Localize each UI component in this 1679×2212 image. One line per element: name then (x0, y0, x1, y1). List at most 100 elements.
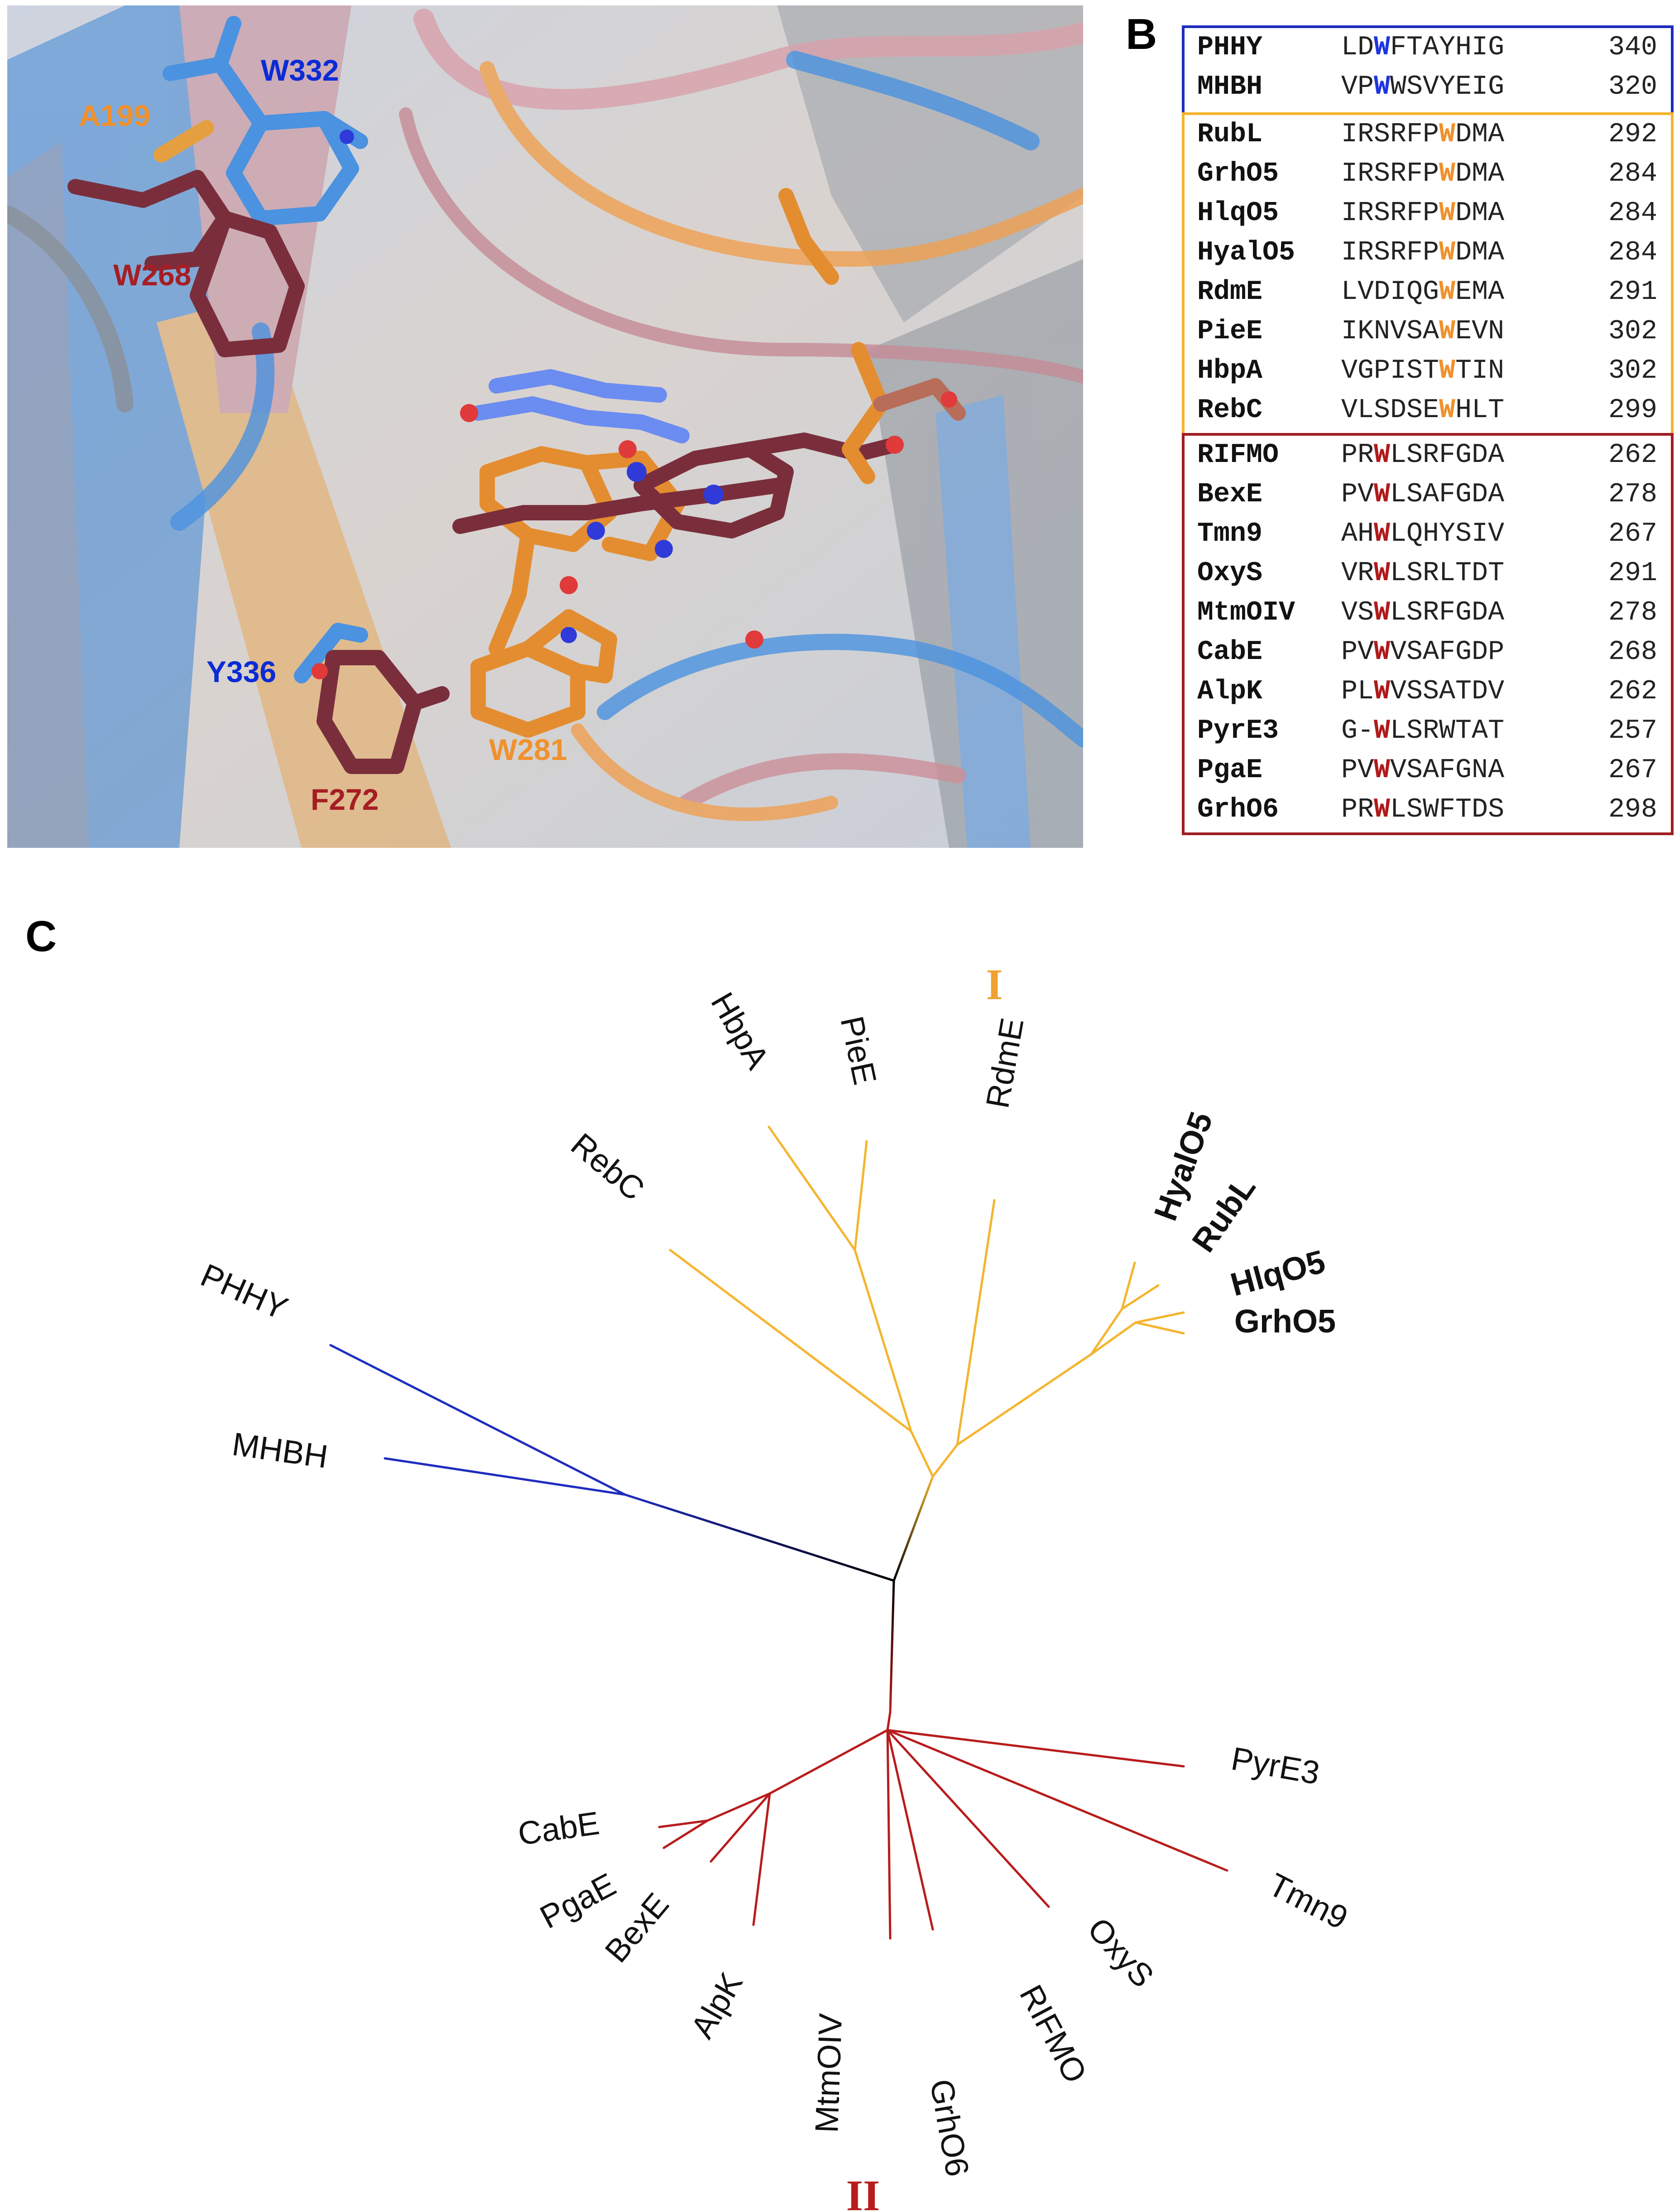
residue-label-w268: W268 (113, 258, 192, 292)
tree-branch (886, 1729, 1228, 1872)
residue-number: 262 (1608, 676, 1657, 707)
sequence-suffix: LSWFTDS (1390, 794, 1505, 825)
sequence-name: RubL (1197, 119, 1263, 150)
sequence-name: PgaE (1197, 755, 1263, 786)
conserved-tryptophan: W (1439, 395, 1456, 426)
sequence-prefix: PV (1341, 479, 1374, 510)
residue-number: 292 (1608, 119, 1657, 150)
tree-branch (886, 1729, 1050, 1908)
sequence-name: PHHY (1197, 32, 1263, 63)
sequence-suffix: LQHYSIV (1390, 519, 1505, 549)
residue-label-a199: A199 (79, 99, 150, 132)
sequence-prefix: PR (1341, 440, 1374, 471)
residue-label-w281: W281 (489, 733, 567, 766)
sequence-prefix: LVDIQG (1341, 277, 1439, 308)
conserved-tryptophan: W (1374, 597, 1391, 628)
sequence-name: RebC (1197, 395, 1263, 426)
sequence-prefix: AH (1341, 519, 1374, 549)
tree-branch (658, 1819, 709, 1828)
sequence-suffix: LSRLTDT (1390, 558, 1505, 589)
tree-leaf-label: GrhO6 (923, 2077, 975, 2179)
tree-branch (892, 1475, 934, 1582)
sequence-prefix: IRSRFP (1341, 198, 1439, 229)
conserved-tryptophan: W (1374, 72, 1391, 102)
sequence-prefix: PL (1341, 676, 1374, 707)
tree-leaf-label: RdmE (979, 1015, 1031, 1111)
tree-branch (662, 1819, 709, 1849)
residue-number: 299 (1608, 395, 1657, 426)
conserved-tryptophan: W (1439, 356, 1456, 386)
tree-leaf-label: PHHY (195, 1257, 293, 1327)
conserved-tryptophan: W (1374, 32, 1391, 63)
sequence-name: PieE (1197, 316, 1263, 347)
tree-branch (886, 1729, 1185, 1768)
tree-branch (956, 1353, 1093, 1446)
alignment-row: RubL IRSRFPWDMA 292 (1182, 115, 1674, 154)
sequence-suffix: TIN (1455, 356, 1505, 386)
sequence-name: HyalO5 (1197, 237, 1295, 268)
sequence-prefix: IRSRFP (1341, 237, 1439, 268)
sequence-fragment: PVWVSAFGDP (1341, 633, 1504, 672)
sequence-name: OxyS (1197, 558, 1263, 589)
tree-leaf-label: RebC (564, 1126, 651, 1208)
conserved-tryptophan: W (1374, 637, 1391, 668)
sequence-suffix: LSAFGDA (1390, 479, 1505, 510)
tree-branch (1090, 1308, 1123, 1356)
alignment-row: RebC VLSDSEWHLT 299 (1182, 391, 1674, 430)
sequence-fragment: IRSRFPWDMA (1341, 115, 1504, 154)
tree-leaf-label: MtmOIV (809, 2013, 849, 2134)
sequence-suffix: VSSATDV (1390, 676, 1505, 707)
sequence-fragment: PVWLSAFGDA (1341, 475, 1504, 515)
tree-branch (910, 1430, 934, 1478)
tree-leaf-label: RIFMO (1012, 1979, 1094, 2089)
sequence-fragment: PRWLSWFTDS (1341, 790, 1504, 830)
conserved-tryptophan: W (1439, 237, 1456, 268)
tree-branch (768, 1729, 889, 1795)
structure-image: W332 A199 W268 Y336 F272 W281 (7, 5, 1083, 848)
sequence-suffix: VSAFGNA (1390, 755, 1505, 786)
tree-leaf-label: HlqO5 (1227, 1243, 1329, 1303)
tree-leaf-label: PieE (833, 1013, 883, 1088)
residue-number: 262 (1608, 440, 1657, 471)
tree-leaf-label: PyrE3 (1228, 1741, 1322, 1792)
tree-leaf-label: RubL (1185, 1170, 1263, 1259)
sequence-prefix: IKNVSA (1341, 316, 1439, 347)
structure-rendering (7, 5, 1083, 848)
tree-branch (752, 1792, 771, 1926)
tree-branch (384, 1457, 626, 1496)
residue-number: 278 (1608, 479, 1657, 510)
panel-c-letter: C (25, 912, 57, 961)
panel-b-letter: B (1126, 10, 1157, 58)
residue-number: 320 (1608, 72, 1657, 102)
conserved-tryptophan: W (1374, 440, 1391, 471)
tree-branch (329, 1344, 626, 1496)
tree-branch (669, 1249, 912, 1433)
conserved-tryptophan: W (1374, 676, 1391, 707)
sequence-suffix: HLT (1455, 395, 1505, 426)
sequence-suffix: DMA (1455, 237, 1505, 268)
sequence-fragment: IRSRFPWDMA (1341, 194, 1504, 233)
sequence-fragment: VLSDSEWHLT (1341, 391, 1504, 430)
sequence-name: GrhO5 (1197, 159, 1279, 189)
sequence-prefix: IRSRFP (1341, 159, 1439, 189)
sequence-fragment: VPWWSVYEIG (1341, 67, 1504, 107)
sequence-prefix: PV (1341, 755, 1374, 786)
tree-leaf-label: AlpK (684, 1967, 750, 2044)
tree-branch (854, 1140, 868, 1251)
tree-leaf-label: OxyS (1080, 1911, 1161, 1994)
sequence-suffix: VSAFGDP (1390, 637, 1505, 668)
conserved-tryptophan: W (1439, 277, 1456, 308)
